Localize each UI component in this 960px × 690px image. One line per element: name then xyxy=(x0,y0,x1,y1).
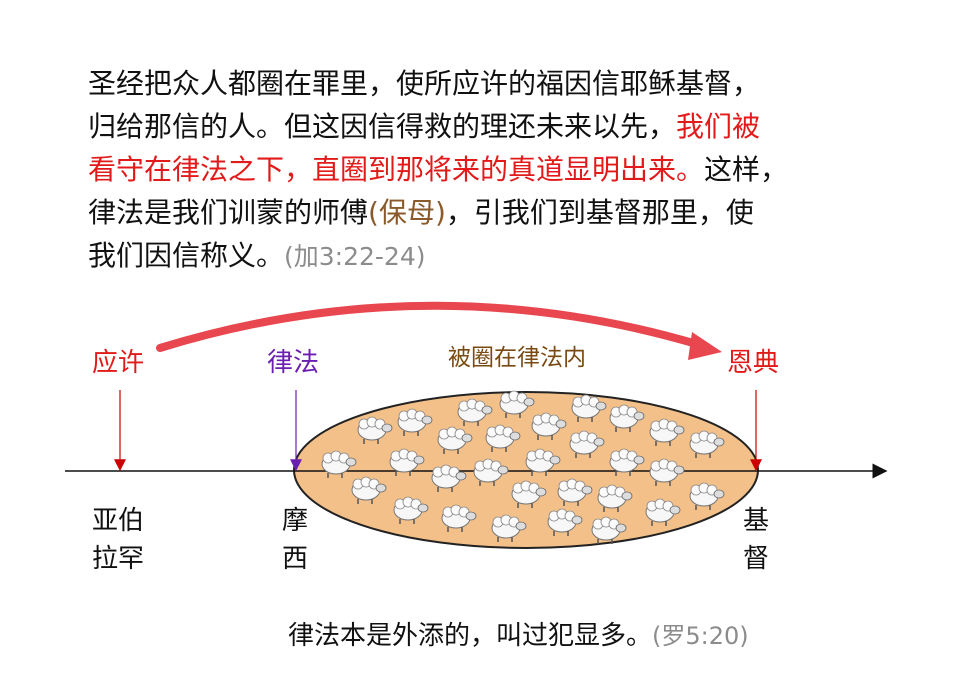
promise-label: 应许 xyxy=(92,348,145,378)
christ-label: 基 督 xyxy=(743,502,769,578)
passage-text-highlight: 我们被 xyxy=(676,110,761,143)
footer-text: 律法本是外添的，叫过犯显多。 xyxy=(288,621,653,651)
passage-text: 这样， xyxy=(704,153,789,186)
promise-arrowhead xyxy=(688,332,722,360)
christ-label-line: 督 xyxy=(743,544,770,574)
enclosed-label: 被圈在律法内 xyxy=(448,345,586,371)
passage-reference: (加3:22-24) xyxy=(284,242,426,271)
footer-verse: 律法本是外添的，叫过犯显多。(罗5:20) xyxy=(288,615,749,652)
scripture-passage: 圣经把众人都圈在罪里，使所应许的福因信耶稣基督， 归给那信的人。但这因信得救的理… xyxy=(88,62,888,278)
passage-text: 归给那信的人。但这因信得救的理还未来以先， xyxy=(88,110,677,143)
passage-text: 我们因信称义。 xyxy=(88,239,285,272)
abraham-label-line: 亚伯 xyxy=(92,506,145,536)
law-label: 律法 xyxy=(267,348,320,378)
moses-label-line: 西 xyxy=(282,544,309,574)
passage-note: (保母) xyxy=(368,196,446,229)
passage-text: 律法是我们训蒙的师傅 xyxy=(88,196,369,229)
promise-arrow xyxy=(156,301,704,352)
passage-text: 圣经把众人都圈在罪里，使所应许的福因信耶稣基督， xyxy=(88,67,761,100)
passage-text-highlight: 看守在律法之下，直圈到那将来的真道显明出来。 xyxy=(88,153,705,186)
passage-line: 我们因信称义。(加3:22-24) xyxy=(88,234,888,278)
christ-label-line: 基 xyxy=(743,506,770,536)
passage-line: 律法是我们训蒙的师傅(保母)，引我们到基督那里，使 xyxy=(88,191,888,234)
moses-label-line: 摩 xyxy=(282,506,309,536)
passage-text: ，引我们到基督那里，使 xyxy=(445,196,754,229)
moses-label: 摩 西 xyxy=(282,502,308,578)
grace-label: 恩典 xyxy=(727,348,780,378)
abraham-label: 亚伯 拉罕 xyxy=(92,502,144,578)
passage-line: 归给那信的人。但这因信得救的理还未来以先，我们被 xyxy=(88,105,888,148)
abraham-label-line: 拉罕 xyxy=(92,544,145,574)
passage-line: 看守在律法之下，直圈到那将来的真道显明出来。这样， xyxy=(88,148,888,191)
footer-reference: (罗5:20) xyxy=(652,622,749,650)
passage-line: 圣经把众人都圈在罪里，使所应许的福因信耶稣基督， xyxy=(88,62,888,105)
